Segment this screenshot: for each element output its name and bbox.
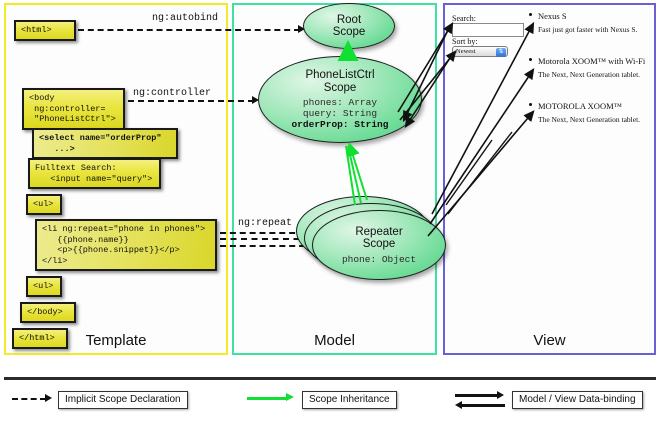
legend-separator <box>4 377 656 380</box>
bullet-icon-0 <box>529 13 532 16</box>
view-phone-snippet-2: The Next, Next Generation tablet. <box>538 115 641 124</box>
code-block-li-repeat: <li ng:repeat="phone in phones"> {{phone… <box>35 219 217 271</box>
column-label-view: View <box>533 332 566 349</box>
code-block-fulltext-search: Fulltext Search: <input name="query"> <box>28 158 161 189</box>
connector-ng-repeat-line-3 <box>220 245 315 247</box>
legend-glyph-green-arrow <box>286 393 294 401</box>
scope-repeater-props: phone: Object <box>342 254 416 265</box>
view-phone-name-1: Motorola XOOM™ with Wi-Fi <box>538 56 646 66</box>
view-sort-label: Sort by: <box>452 37 478 46</box>
view-phone-name-0: Nexus S <box>538 11 567 21</box>
view-phone-name-2: MOTOROLA XOOM™ <box>538 101 622 111</box>
legend-label-implicit-scope-declaration: Implicit Scope Declaration <box>58 391 188 409</box>
bullet-icon-2 <box>529 103 532 106</box>
view-search-label: Search: <box>452 14 476 23</box>
view-sort-select[interactable]: Newest ⇅ <box>452 46 508 57</box>
view-phone-snippet-1: The Next, Next Generation tablet. <box>538 70 641 79</box>
legend-label-model-view-data-binding: Model / View Data-binding <box>512 391 643 409</box>
connector-label-ng-controller: ng:controller <box>133 88 212 99</box>
connector-ng-controller-arrow <box>252 96 259 104</box>
code-block-html-open: <html> <box>14 20 76 41</box>
code-block-html-close: </html> <box>12 328 68 349</box>
chevron-updown-icon[interactable]: ⇅ <box>496 48 506 57</box>
view-sort-selected-value: Newest <box>456 48 476 55</box>
connector-ng-repeat-line-1 <box>220 232 305 234</box>
prop-query: query: String <box>302 108 378 119</box>
column-label-model: Model <box>314 332 355 349</box>
connector-ng-repeat-line-2 <box>220 238 310 240</box>
legend-glyph-solid-arrow-left <box>455 400 462 409</box>
legend-glyph-green <box>247 397 287 400</box>
legend-glyph-dashed <box>12 398 46 400</box>
legend-glyph-dashed-arrow <box>45 394 52 402</box>
connector-ng-controller-line <box>128 100 254 102</box>
code-block-ul-open: <ul> <box>26 194 62 215</box>
code-block-body-open: <body ng:controller= "PhoneListCtrl"> <box>22 88 125 130</box>
connector-label-ng-repeat: ng:repeat <box>238 218 293 229</box>
prop-orderprop: orderProp: String <box>291 119 389 130</box>
prop-phones: phones: Array <box>302 97 378 108</box>
connector-ng-autobind-arrow <box>298 25 305 33</box>
legend-label-scope-inheritance: Scope Inheritance <box>302 391 397 409</box>
scope-phonelistctrl-props: phones: Array query: String orderProp: S… <box>292 97 389 130</box>
view-phone-snippet-0: Fast just got faster with Nexus S. <box>538 25 638 34</box>
code-block-ul-close: <ul> <box>26 276 62 297</box>
legend-glyph-solid-bottom <box>461 404 505 407</box>
bullet-icon-1 <box>529 58 532 61</box>
connector-ng-autobind-line <box>78 29 300 31</box>
prop-phone: phone: Object <box>341 253 417 265</box>
legend-glyph-solid-arrow-right <box>497 390 504 399</box>
view-search-input[interactable] <box>452 23 524 37</box>
code-block-select-orderprop: <select name="orderProp" ...> <box>32 128 178 159</box>
column-label-template: Template <box>85 332 147 349</box>
legend-glyph-solid-top <box>455 394 499 397</box>
view-phone-item-2: MOTOROLA XOOM™ The Next, Next Generation… <box>529 101 653 125</box>
legend: Implicit Scope Declaration Scope Inherit… <box>0 386 660 416</box>
connector-label-ng-autobind: ng:autobind <box>152 13 219 24</box>
view-phone-item-1: Motorola XOOM™ with Wi-Fi The Next, Next… <box>529 56 653 80</box>
code-block-body-close: </body> <box>20 302 76 323</box>
view-phone-item-0: Nexus S Fast just got faster with Nexus … <box>529 11 650 35</box>
